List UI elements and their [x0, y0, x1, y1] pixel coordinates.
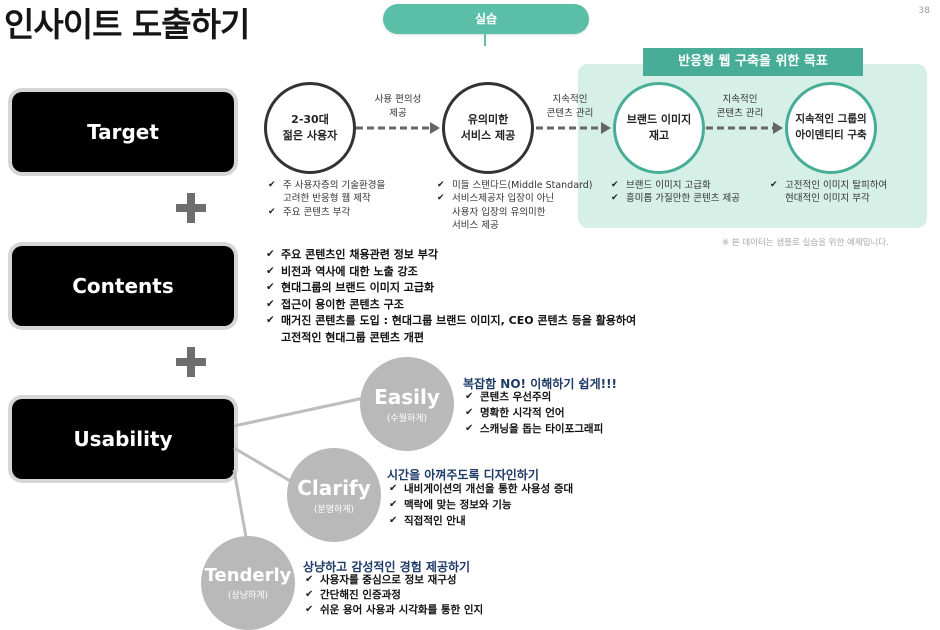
- note-list-young-users: 주 사용자층의 기술환경을 고려한 반응형 웹 제작 주요 콘텐츠 부각: [268, 179, 418, 219]
- plus-icon: [176, 193, 206, 223]
- usability-circle-easily: Easily (수월하게): [360, 357, 454, 451]
- list-item: 서비스제공자 입장이 아닌 사용자 입장의 유의미한 서비스 제공: [437, 192, 607, 232]
- list-item: 간단해진 인증과정: [305, 588, 565, 603]
- flow-node-label: 지속적인 그룹의 아이덴티티 구축: [795, 113, 867, 141]
- list-item: 명확한 시각적 언어: [465, 406, 665, 422]
- page-title: 인사이트 도출하기: [4, 5, 250, 44]
- usability-circle-clarify: Clarify (분명하게): [287, 448, 381, 542]
- usability-sub: (상냥하게): [227, 591, 269, 601]
- connector-tenderly: [232, 469, 250, 549]
- footnote: ※ 본 데이터는 샘플로 실습을 위한 예제입니다.: [722, 238, 889, 248]
- contents-list: 주요 콘텐츠인 채용관련 정보 부각 비전과 역사에 대한 노출 강조 현대그룹…: [266, 247, 716, 346]
- list-item: 주요 콘텐츠 부각: [268, 206, 418, 219]
- usability-name: Easily: [374, 384, 440, 409]
- list-item: 비전과 역사에 대한 노출 강조: [266, 264, 716, 281]
- list-item: 맥락에 맞는 정보와 기능: [389, 498, 629, 514]
- usability-circle-tenderly: Tenderly (상냥하게): [201, 536, 295, 630]
- list-item: 사용자를 중심으로 정보 재구성: [305, 573, 565, 588]
- list-item: 고전적인 이미지 탈피하여 현대적인 이미지 부각: [770, 179, 925, 206]
- flow-node-young-users: 2-30대 젊은 사용자: [264, 82, 356, 174]
- flow-node-label: 브랜드 이미지 재고: [626, 112, 692, 143]
- list-item: 쉬운 용어 사용과 시각화를 통한 인지: [305, 603, 565, 618]
- usability-sub: (수월하게): [386, 413, 428, 424]
- usability-name: Tenderly: [204, 565, 292, 586]
- list-item: 매거진 콘텐츠를 도입 : 현대그룹 브랜드 이미지, CEO 콘텐츠 등을 활…: [266, 313, 716, 346]
- connector-easily: [233, 396, 365, 428]
- contents-box: Contents: [12, 246, 234, 326]
- list-item: 스캐닝을 돕는 타이포그래피: [465, 422, 665, 438]
- list-item: 주요 콘텐츠인 채용관련 정보 부각: [266, 247, 716, 264]
- flow-node-meaningful-service: 유의미한 서비스 제공: [442, 82, 534, 174]
- arrow-label-content-mgmt: 지속적인 콘텐츠 관리: [546, 94, 594, 119]
- usability-heading-easily: 복잡함 NO! 이해하기 쉽게!!!: [463, 377, 618, 391]
- usability-name: Clarify: [297, 475, 371, 500]
- flow-node-label: 유의미한 서비스 제공: [460, 112, 516, 143]
- target-box: Target: [12, 92, 234, 172]
- list-item: 내비게이션의 개선을 통한 사용성 증대: [389, 482, 629, 498]
- usability-box: Usability: [12, 399, 234, 479]
- flow-node-brand-image: 브랜드 이미지 재고: [613, 82, 705, 174]
- page-number: 38: [918, 6, 930, 16]
- usability-heading-clarify: 시간을 아껴주도록 디자인하기: [387, 468, 539, 482]
- goal-label: 반응형 웹 구축을 위한 목표: [643, 48, 863, 76]
- badge-pointer: [484, 34, 486, 46]
- arrowhead: [773, 122, 783, 134]
- flow-node-identity: 지속적인 그룹의 아이덴티티 구축: [785, 82, 877, 174]
- plus-icon: [176, 347, 206, 377]
- connector-clarify: [233, 446, 293, 484]
- arrowhead: [430, 122, 440, 134]
- arrowhead: [601, 122, 611, 134]
- list-item: 주 사용자층의 기술환경을 고려한 반응형 웹 제작: [268, 179, 418, 206]
- practice-badge: 실습: [383, 4, 589, 34]
- note-list-identity: 고전적인 이미지 탈피하여 현대적인 이미지 부각: [770, 179, 925, 206]
- list-item: 미들 스탠다드(Middle Standard): [437, 179, 607, 192]
- usability-list-easily: 콘텐츠 우선주의 명확한 시각적 언어 스캐닝을 돕는 타이포그래피: [465, 390, 665, 437]
- arrow-label-usability: 사용 편의성 제공: [374, 94, 422, 119]
- flow-node-label: 2-30대 젊은 사용자: [282, 112, 338, 143]
- list-item: 브랜드 이미지 고급화: [611, 179, 771, 192]
- arrow-label-content-mgmt: 지속적인 콘텐츠 관리: [716, 94, 764, 119]
- list-item: 현대그룹의 브랜드 이미지 고급화: [266, 280, 716, 297]
- usability-list-clarify: 내비게이션의 개선을 통한 사용성 증대 맥락에 맞는 정보와 기능 직접적인 …: [389, 482, 629, 529]
- note-list-meaningful-service: 미들 스탠다드(Middle Standard) 서비스제공자 입장이 아닌 사…: [437, 179, 607, 233]
- list-item: 직접적인 안내: [389, 514, 629, 530]
- list-item: 접근이 용이한 콘텐츠 구조: [266, 297, 716, 314]
- usability-sub: (분명하게): [313, 504, 355, 515]
- usability-list-tenderly: 사용자를 중심으로 정보 재구성 간단해진 인증과정 쉬운 용어 사용과 시각화…: [305, 573, 565, 618]
- list-item: 흥미롭 가질만한 콘텐츠 제공: [611, 192, 771, 205]
- list-item: 콘텐츠 우선주의: [465, 390, 665, 406]
- note-list-brand-image: 브랜드 이미지 고급화 흥미롭 가질만한 콘텐츠 제공: [611, 179, 771, 206]
- usability-heading-tenderly: 상냥하고 감성적인 경험 제공하기: [303, 560, 471, 574]
